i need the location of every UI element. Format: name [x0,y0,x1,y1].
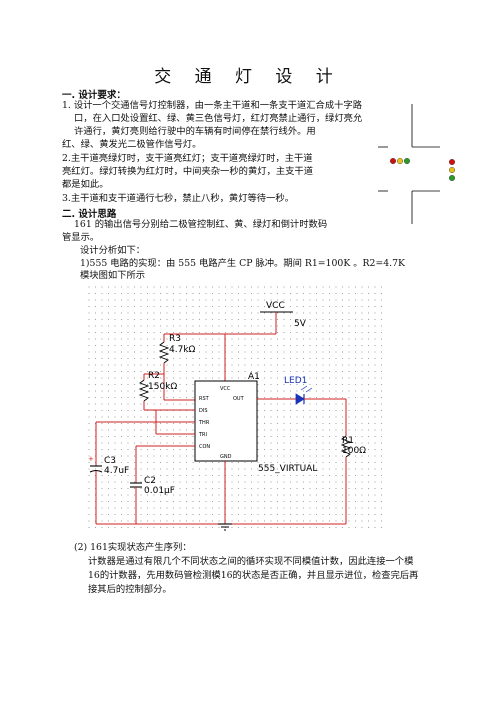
paragraph-line: 161 的输出信号分别给二极管控制红、黄、绿灯和倒计时数码 [74,219,328,230]
r1-label: R1 [342,436,354,446]
pin-vcc: VCC [220,386,231,392]
red-light-icon [449,159,455,165]
yellow-light-icon [449,166,455,173]
c3-value: 4.7uF [104,466,129,476]
paragraph-line: 管显示。 [62,232,100,243]
circuit-schematic-555: VCC 5V R3 4.7kΩ R2 150kΩ A1 VCC RST OUT … [88,286,384,532]
c2-label: C2 [144,476,156,486]
paragraph-line: 3.主干道和支干道通行七秒，禁止八秒，黄灯等待一秒。 [62,193,294,204]
paragraph-line: 2.主干道亮绿灯时，支干道亮红灯；支干道亮绿灯时，主干道 [62,153,313,164]
vcc-label: VCC [266,301,285,311]
vertical-traffic-light [449,159,455,182]
red-light-icon [389,158,396,165]
yellow-light-icon [397,158,404,165]
led-label: LED1 [284,376,307,386]
c3-label: C3 [104,456,116,466]
r3-value: 4.7kΩ [169,345,196,355]
r2-label: R2 [148,371,160,381]
a1-label: A1 [248,372,260,382]
paragraph-line: 16的计数器，先用数码管检测模16的状态是否正确，并且显示进位，检查完后再 [88,570,419,581]
pin-gnd: GND [220,454,232,460]
pin-tri: TRI [198,432,207,438]
pin-rst: RST [199,396,210,402]
paragraph-line: 1)555 电路的实现：由 555 电路产生 CP 脉冲。期间 R1=100K … [80,258,405,269]
paragraph-line: 都是如此。 [62,179,109,190]
section-heading-design: 二. 设计思路 [62,209,117,220]
chip-name: 555_VIRTUAL [258,464,317,474]
paragraph-line: 接其后的控制部分。 [88,584,172,595]
r2-value: 150kΩ [148,382,177,392]
paragraph-line: 模块图如下所示 [80,270,146,281]
section-heading-requirements: 一. 设计要求： [62,90,126,101]
pin-thr: THR [198,420,210,426]
paragraph-line: 许通行，黄灯亮则给行驶中的车辆有时间停在禁行线外。用 [74,126,316,137]
paragraph-line: 1. 设计一个交通信号灯控制器，由一条主干道和一条支干道汇合成十字路 [62,100,363,111]
c2-value: 0.01µF [144,486,175,496]
paragraph-line: (2) 161实现状态产生序列： [74,542,192,553]
pin-out: OUT [233,396,245,402]
paragraph-line: 红、绿、黄发光二极管作信号灯。 [62,139,202,150]
green-light-icon [404,158,411,165]
green-light-icon [449,175,455,182]
paragraph-line: 口，在入口处设置红、绿、黄三色信号灯，红灯亮禁止通行，绿灯亮允 [74,113,363,124]
paragraph-line: 计数器是通过有限几个不同状态之间的循环实现不同模值计数，因此连接一个模 [88,556,414,567]
paragraph-line: 亮红灯。绿灯转换为红灯时，中间夹杂一秒的黄灯，主支干道 [62,166,314,177]
r1-value: 100Ω [342,446,366,456]
pin-con: CON [199,444,210,450]
vcc-value: 5V [294,319,307,329]
paragraph-line: 设计分析如下： [80,245,146,256]
intersection-diagram [378,104,440,224]
svg-text:+: + [88,455,94,463]
pin-dis: DIS [199,408,208,414]
r3-label: R3 [169,334,181,344]
document-title: 交 通 灯 设 计 [154,67,342,87]
